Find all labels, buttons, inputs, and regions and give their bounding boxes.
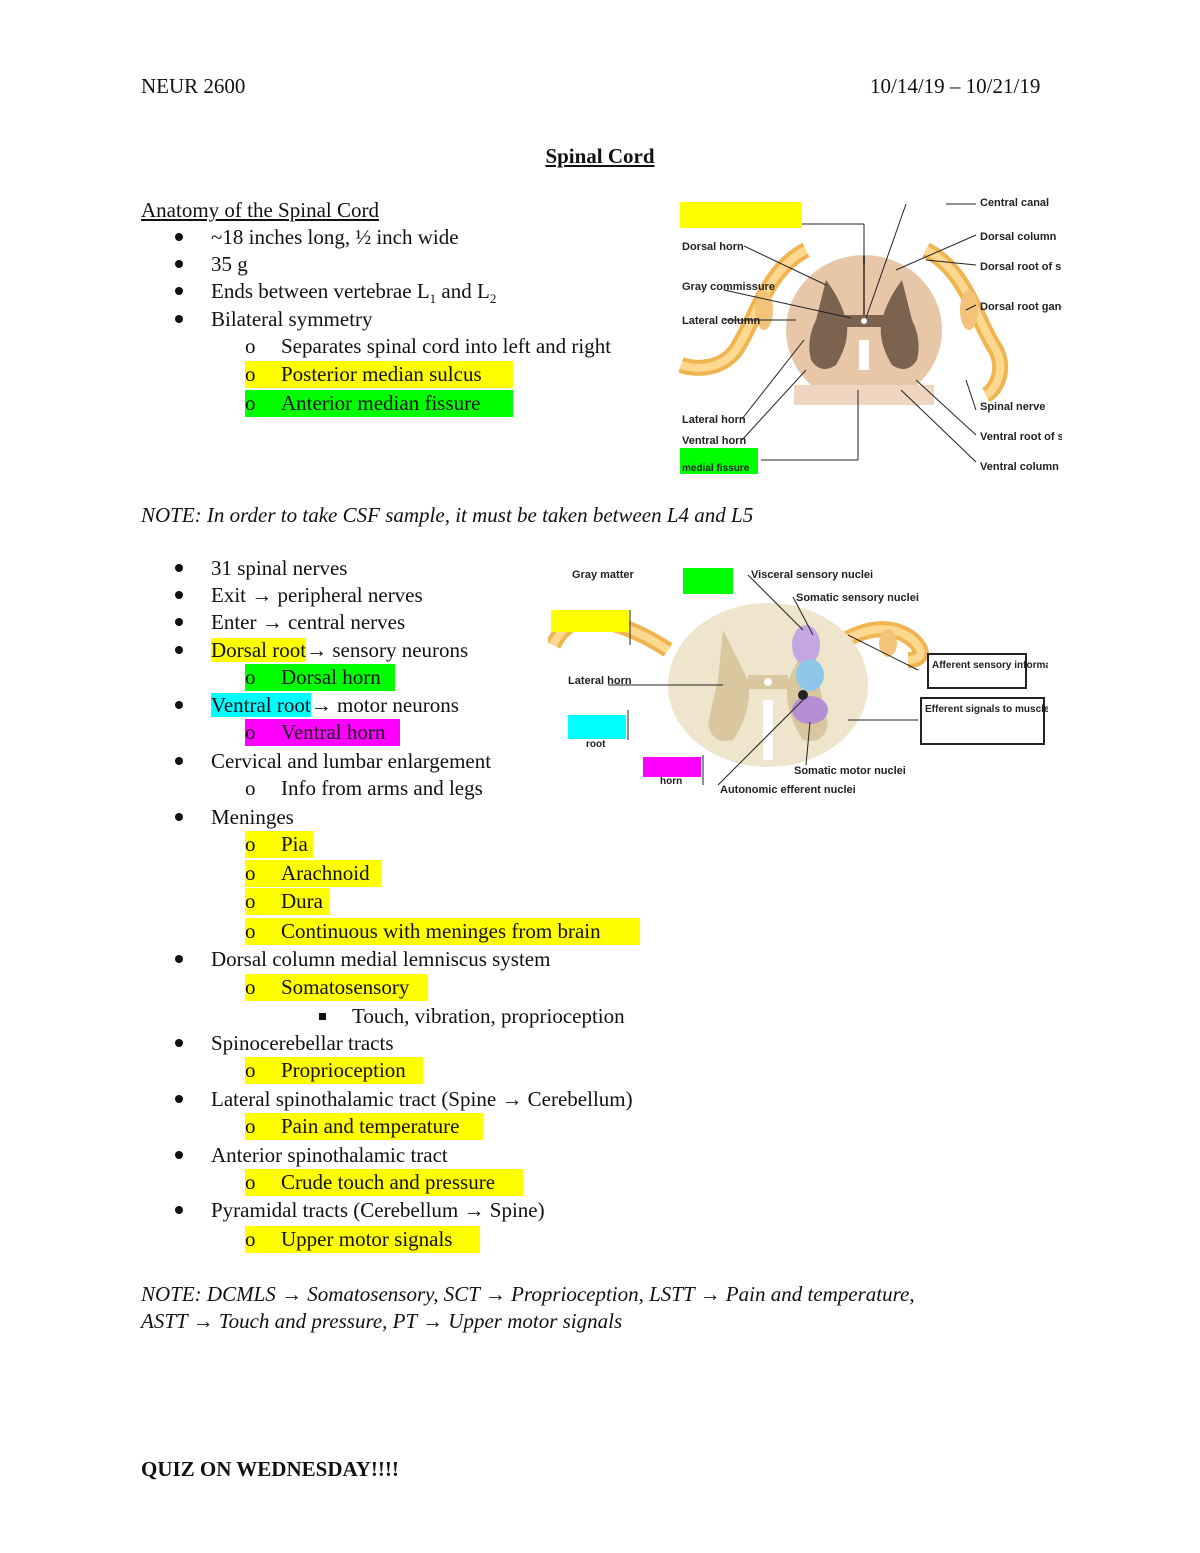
bullet: [175, 260, 183, 268]
bullet: [175, 618, 183, 626]
list-item: Exit → peripheral nerves: [211, 583, 423, 607]
note-summary-line2: ASTT → Touch and pressure, PT → Upper mo…: [141, 1309, 623, 1333]
section-heading: Anatomy of the Spinal Cord: [141, 198, 379, 222]
bullet: [175, 591, 183, 599]
list-item: Dorsal root→ sensory neurons: [211, 638, 469, 662]
dorsal-root-ganglion-label: Dorsal root ganglion: [980, 301, 1062, 313]
note-csf: NOTE: In order to take CSF sample, it mu…: [141, 503, 754, 527]
quiz-reminder: QUIZ ON WEDNESDAY!!!!: [141, 1457, 399, 1481]
bullet: [175, 287, 183, 295]
afferent-label: Afferent sensory information: [932, 660, 1048, 671]
dorsal-column-label: Dorsal column: [980, 231, 1057, 243]
lateral-horn-label: Lateral horn: [682, 414, 746, 426]
central-canal-label: Central canal: [980, 197, 1049, 209]
spinal-cord-cross-section-figure: medial fissure Central canal Dorsal colu…: [678, 197, 1062, 474]
visceral-sensory-label: Visceral sensory nuclei: [751, 569, 873, 581]
gray-matter-label: Gray matter: [572, 569, 634, 581]
course-code: NEUR 2600: [141, 74, 246, 98]
bullet: [175, 315, 183, 323]
gray-matter-nuclei-figure: Gray matter Visceral sensory nuclei Soma…: [548, 568, 1048, 796]
somatic-motor-label: Somatic motor nuclei: [794, 765, 906, 777]
note-summary-line1: NOTE: DCMLS → Somatosensory, SCT → Propr…: [141, 1282, 915, 1306]
list-item: Ventral root→ motor neurons: [211, 693, 459, 717]
bullet: [175, 233, 183, 241]
efferent-label: Efferent signals to muscles and glands v…: [925, 704, 1048, 715]
dorsal-horn-label: Dorsal horn: [682, 241, 744, 253]
list-item: Ends between vertebrae L1 and L2: [211, 279, 497, 307]
list-item: Bilateral symmetry: [211, 307, 373, 331]
autonomic-label: Autonomic efferent nuclei: [720, 784, 856, 796]
bullet: [175, 564, 183, 572]
bullet: [175, 757, 183, 765]
bullet: [175, 701, 183, 709]
ventral-column-label: Ventral column: [980, 461, 1059, 473]
ventral-horn-label: Ventral horn: [682, 435, 746, 447]
list-item: Cervical and lumbar enlargement: [211, 749, 492, 773]
spinal-nerve-label: Spinal nerve: [980, 401, 1045, 413]
page-title: Spinal Cord: [545, 144, 655, 168]
root-label: root: [586, 739, 606, 750]
medial-fissure-label: medial fissure: [682, 463, 750, 474]
list-item: 35 g: [211, 252, 248, 276]
ventral-root-label: Ventral root of spinal nerve: [980, 431, 1062, 443]
dorsal-root-label: Dorsal root of spinal nerve: [980, 261, 1062, 273]
lateral-horn-label-2: Lateral horn: [568, 675, 632, 687]
lateral-column-label: Lateral column: [682, 315, 761, 327]
gray-commissure-label: Gray commissure: [682, 281, 775, 293]
somatic-sensory-label: Somatic sensory nuclei: [796, 592, 919, 604]
horn-label: horn: [660, 776, 682, 787]
list-item: 31 spinal nerves: [211, 556, 348, 580]
list-item: ~18 inches long, ½ inch wide: [211, 225, 459, 249]
date-range: 10/14/19 – 10/21/19: [870, 74, 1041, 98]
list-item: Enter → central nerves: [211, 610, 406, 634]
bullet: [175, 646, 183, 654]
